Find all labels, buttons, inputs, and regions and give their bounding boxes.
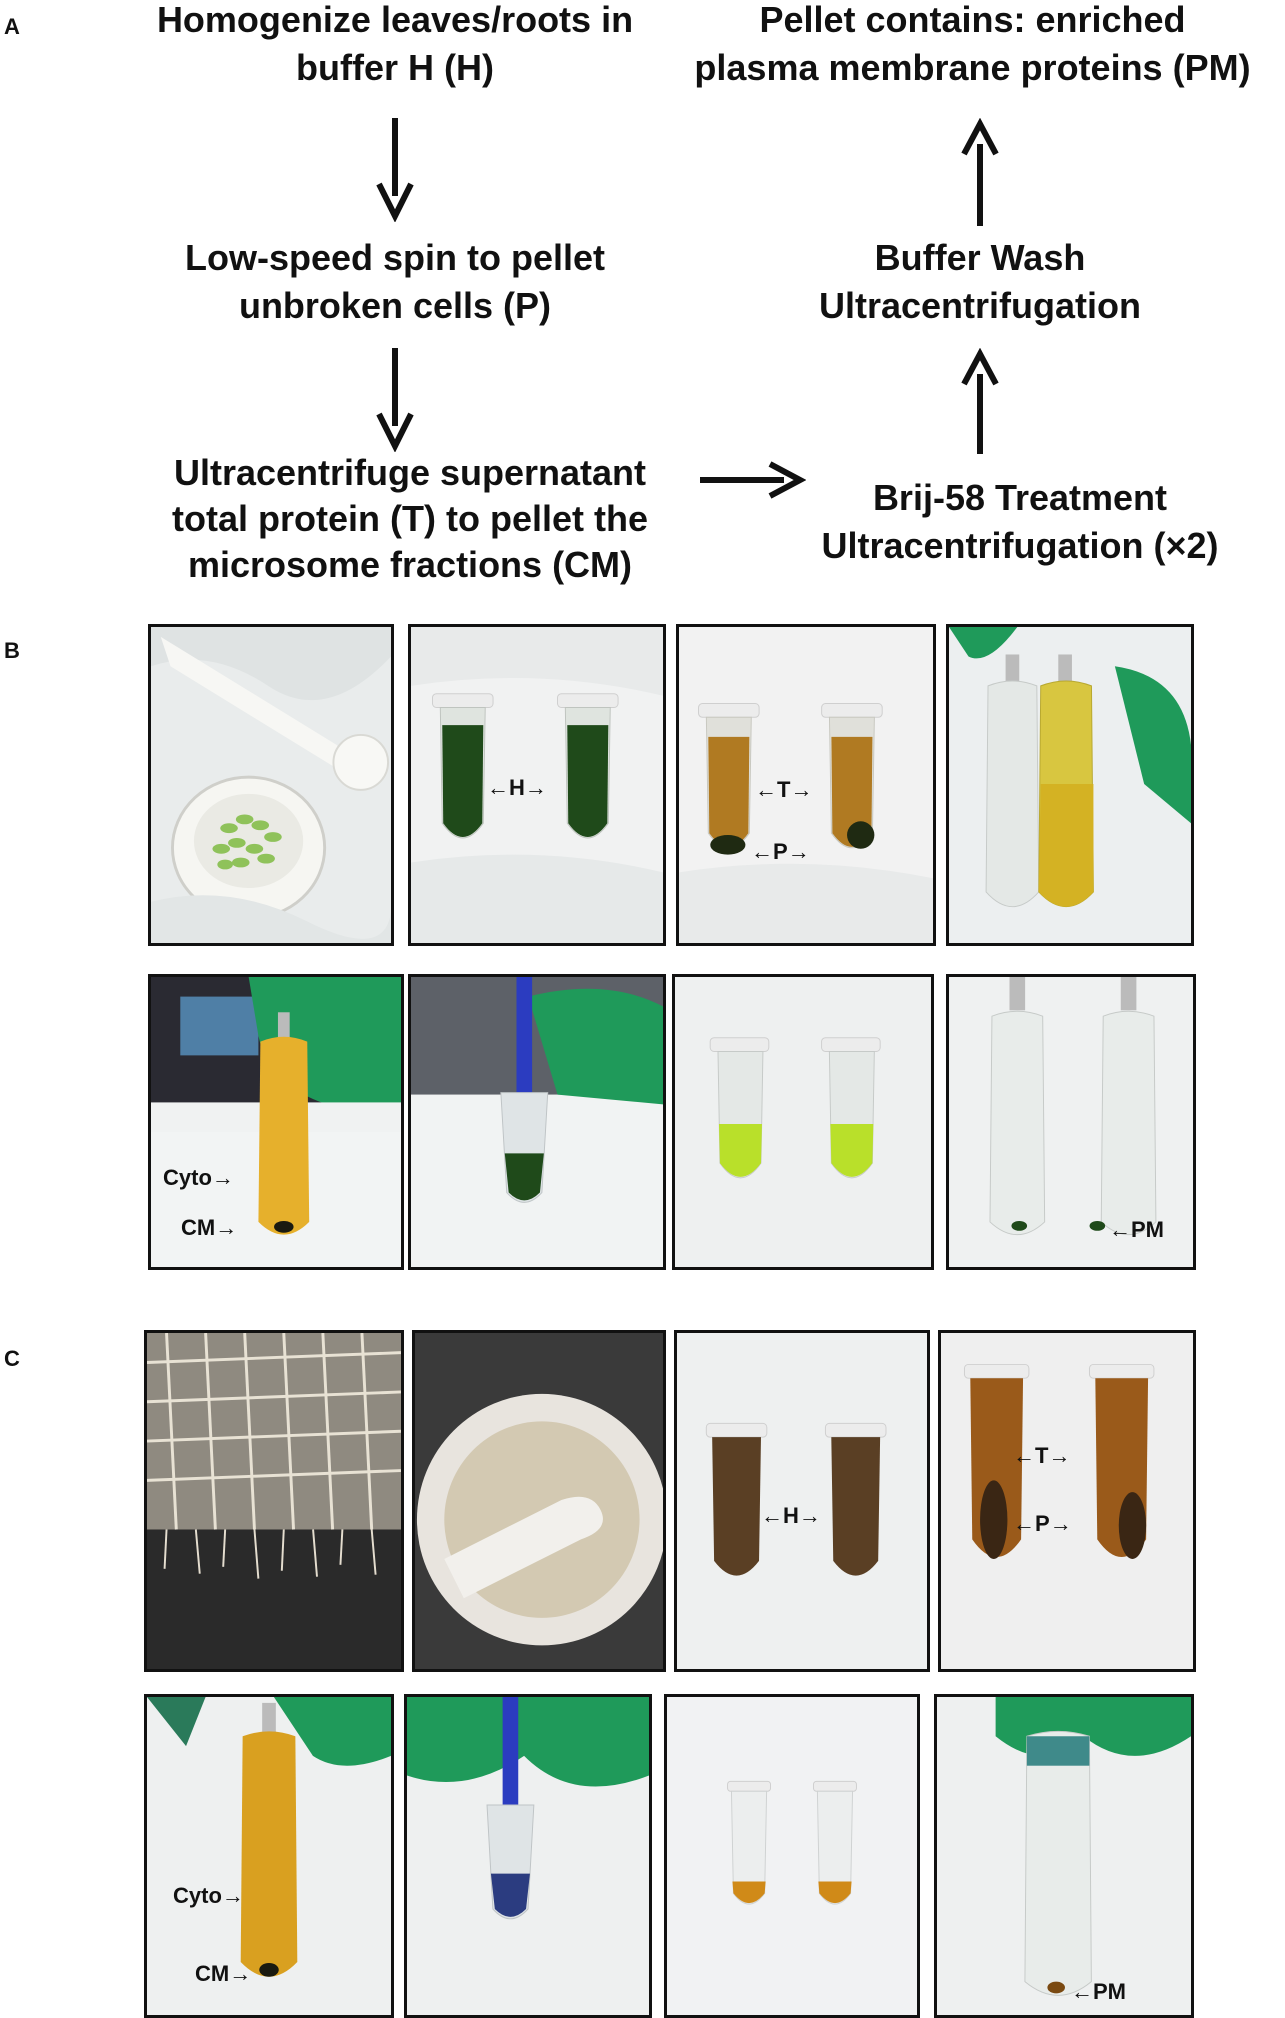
photo-brij-treated-tubes (672, 974, 934, 1270)
label-text: CM (181, 1215, 216, 1240)
photo-plasma-membrane-tubes: ←PM (946, 974, 1196, 1270)
flow-step-pellet-contains: Pellet contains: enriched plasma membran… (660, 0, 1285, 92)
label-root-pellet: ←P→ (1013, 1511, 1072, 1536)
label-text: Cyto (173, 1883, 222, 1908)
flow-step-line: Brij-58 Treatment (872, 477, 1168, 518)
label-pellet: ←P→ (751, 839, 810, 864)
flow-step-line: plasma membrane proteins (PM) (694, 47, 1251, 88)
photo-root-total-pellet: ←T→ ←P→ (938, 1330, 1196, 1672)
label-text: T (777, 777, 791, 802)
label-text: Cyto (163, 1165, 212, 1190)
photo-mortar-leaves (148, 624, 394, 946)
photo-tubes-total-pellet: ←T→ ←P→ (676, 624, 936, 946)
flow-step-line: Low-speed spin to pellet (184, 237, 606, 278)
photo-root-pipette (404, 1694, 652, 2018)
arrow-right-icon (700, 461, 806, 499)
flow-step-line: microsome fractions (CM) (187, 544, 633, 585)
label-text: H (783, 1503, 799, 1528)
flow-step-homogenize: Homogenize leaves/roots in buffer H (H) (120, 0, 670, 92)
label-cytosol: Cyto→ (163, 1165, 234, 1190)
flow-step-line: Ultracentrifugation (818, 285, 1141, 326)
arrow-down-icon (376, 118, 414, 222)
flow-step-low-speed-spin: Low-speed spin to pellet unbroken cells … (120, 234, 670, 330)
photo-root-homogenate-tubes: ←H→ (674, 1330, 930, 1672)
label-text: PM (1131, 1217, 1164, 1242)
label-microsome: CM→ (181, 1215, 238, 1240)
label-root-plasma-membrane: ←PM (1071, 1979, 1126, 2004)
flow-step-line: buffer H (H) (296, 47, 494, 88)
photo-mortar-root-powder (412, 1330, 666, 1672)
flow-step-line: total protein (T) to pellet the (172, 498, 648, 539)
label-total-protein: ←T→ (755, 777, 813, 802)
label-root-cytosol: Cyto→ (173, 1883, 244, 1908)
flow-step-line: Ultracentrifugation (×2) (821, 525, 1219, 566)
label-text: P (1035, 1511, 1050, 1536)
label-root-microsome: CM→ (195, 1961, 252, 1986)
photo-roots-mesh (144, 1330, 404, 1672)
photo-cyto-microsome: Cyto→ CM→ (148, 974, 404, 1270)
label-text: CM (195, 1961, 230, 1986)
arrow-down-icon (376, 348, 414, 452)
label-text: T (1035, 1443, 1049, 1468)
label-plasma-membrane: ←PM (1109, 1217, 1164, 1242)
flow-step-brij58: Brij-58 Treatment Ultracentrifugation (×… (760, 474, 1280, 570)
photo-root-plasma-membrane: ←PM (934, 1694, 1194, 2018)
arrow-up-icon (961, 118, 999, 226)
flow-step-ultracentrifuge: Ultracentrifuge supernatant total protei… (120, 450, 700, 588)
panel-label-b: B (4, 638, 20, 663)
label-text: P (773, 839, 788, 864)
photo-root-brij-tubes (664, 1694, 920, 2018)
label-text: PM (1093, 1979, 1126, 2004)
label-root-total: ←T→ (1013, 1443, 1071, 1468)
arrow-up-icon (961, 348, 999, 454)
flow-step-line: Pellet contains: enriched (759, 0, 1186, 40)
flow-step-line: Ultracentrifuge supernatant (173, 452, 647, 493)
panel-label-c: C (4, 1346, 20, 1371)
photo-root-cyto-microsome: Cyto→ CM→ (144, 1694, 394, 2018)
label-text: H (509, 775, 525, 800)
photo-pipette-resuspend (408, 974, 666, 1270)
flow-step-line: Homogenize leaves/roots in (156, 0, 634, 40)
label-homogenate: ←H→ (487, 775, 547, 800)
photo-tubes-homogenate: ←H→ (408, 624, 666, 946)
flow-step-line: unbroken cells (P) (238, 285, 552, 326)
label-root-homogenate: ←H→ (761, 1503, 821, 1528)
photo-ultracentrifuge-tubes (946, 624, 1194, 946)
flow-step-line: Buffer Wash (874, 237, 1086, 278)
panel-label-a: A (4, 14, 20, 39)
flow-step-buffer-wash: Buffer Wash Ultracentrifugation (760, 234, 1200, 330)
